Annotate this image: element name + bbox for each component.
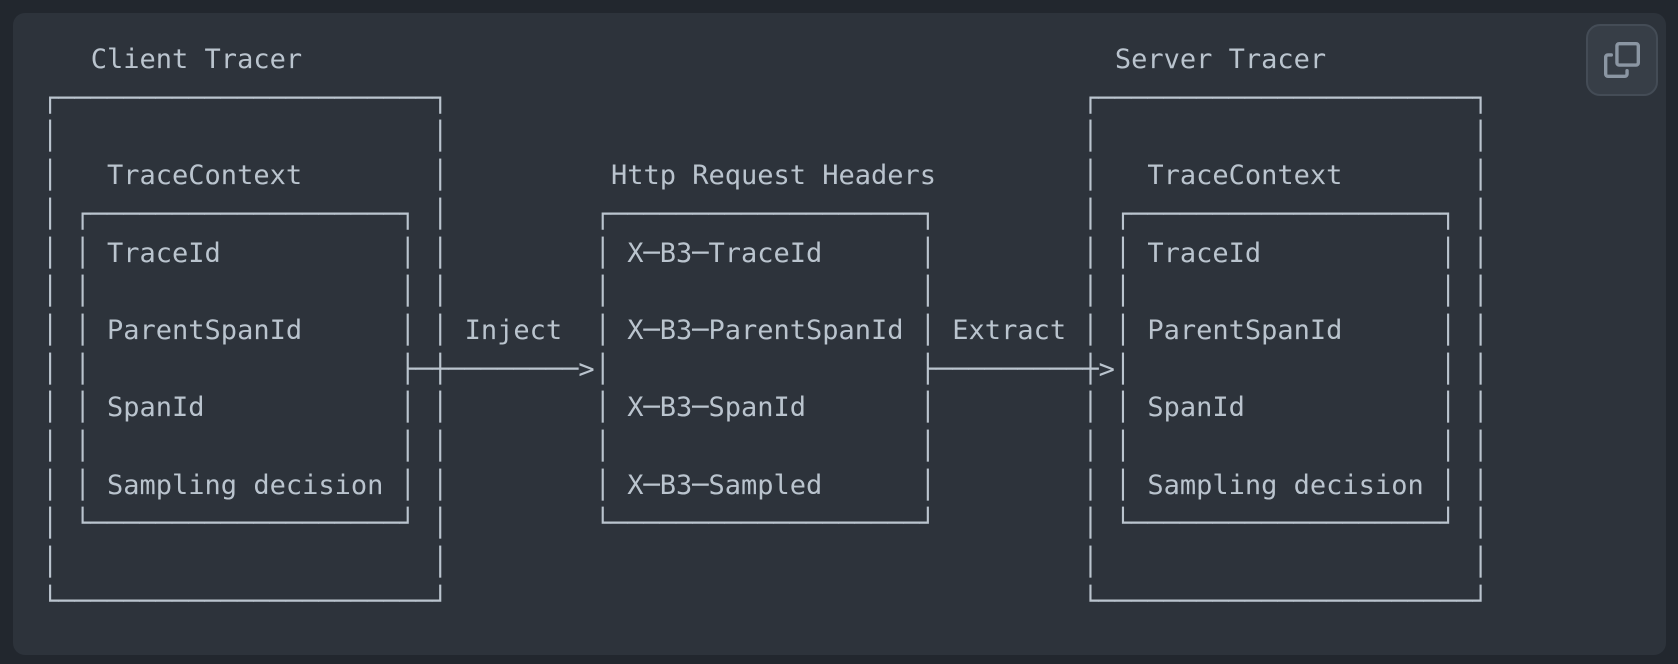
copy-icon bbox=[1604, 42, 1640, 78]
b3-propagation-ascii-diagram: Client Tracer Server Tracer ┌───────────… bbox=[42, 44, 1489, 617]
copy-button[interactable] bbox=[1586, 24, 1658, 96]
code-block: Client Tracer Server Tracer ┌───────────… bbox=[13, 13, 1666, 655]
